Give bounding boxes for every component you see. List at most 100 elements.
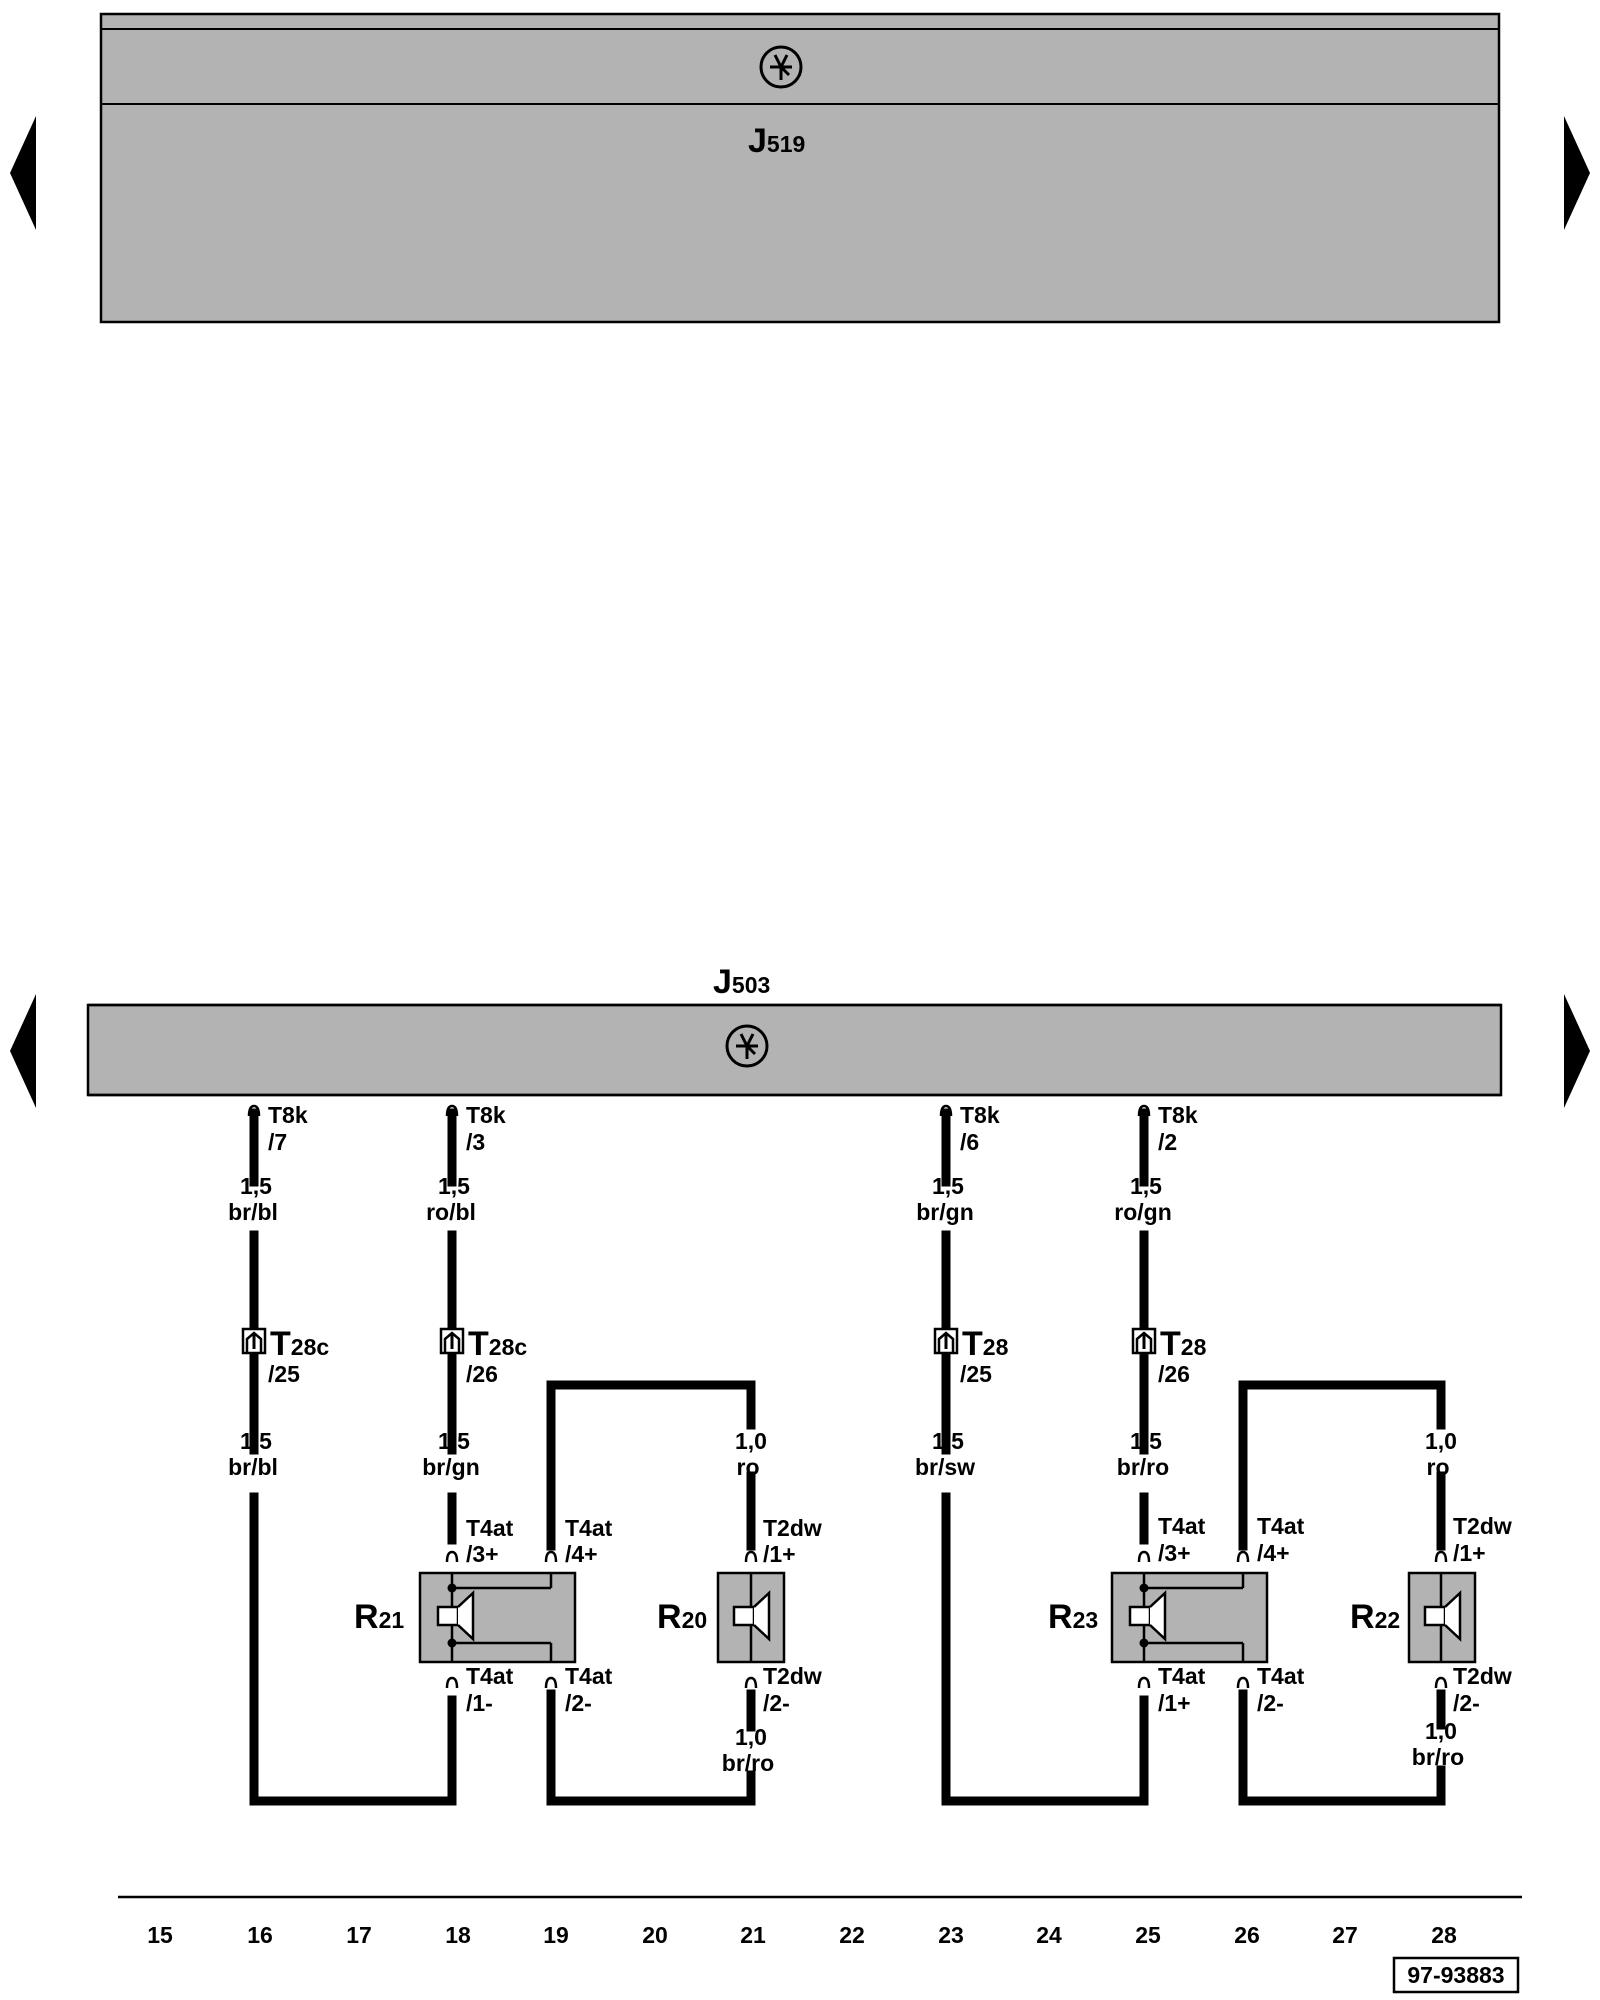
svg-text:T4at: T4at xyxy=(565,1663,613,1689)
column-number: 28 xyxy=(1431,1922,1457,1948)
connector-pin: /26 xyxy=(466,1361,498,1387)
wire-size: 1,5 xyxy=(1130,1428,1162,1454)
r21-pin-labels: T4at /3+ T4at /4+ T4at /1- T4at /2- R21 xyxy=(354,1515,613,1716)
wire-size: 1,5 xyxy=(932,1428,964,1454)
svg-text:T4at: T4at xyxy=(466,1663,514,1689)
wire-size: 1,0 xyxy=(1425,1718,1457,1744)
speaker-r21 xyxy=(418,1571,577,1664)
connector-label: T28 xyxy=(962,1325,1009,1363)
svg-text:/2-: /2- xyxy=(1257,1690,1284,1716)
connector-icon xyxy=(1131,1327,1157,1355)
svg-text:T4at: T4at xyxy=(1158,1663,1206,1689)
wire-color: br/ro xyxy=(722,1750,774,1776)
svg-text:/1-: /1- xyxy=(466,1690,493,1716)
speaker-r22 xyxy=(1407,1571,1477,1664)
wire-color: ro xyxy=(737,1454,760,1480)
wires xyxy=(249,1108,1446,1806)
wire-size: 1,5 xyxy=(932,1173,964,1199)
arrow-left-icon[interactable] xyxy=(10,116,36,230)
svg-text:/2-: /2- xyxy=(1453,1690,1480,1716)
wire-size: 1,0 xyxy=(735,1724,767,1750)
wire-color: br/gn xyxy=(422,1454,480,1480)
r22-pin-labels: T2dw /1+ T2dw /2- R22 xyxy=(1350,1513,1512,1716)
reference-box: 97-93883 xyxy=(1392,1956,1520,1994)
wire-color: ro xyxy=(1427,1454,1450,1480)
column-number: 26 xyxy=(1234,1922,1260,1948)
speaker-icon xyxy=(1423,1590,1462,1642)
module-label: J519 xyxy=(748,122,805,160)
arrow-right-icon[interactable] xyxy=(1564,994,1590,1108)
speaker-r23 xyxy=(1110,1571,1269,1664)
column-number: 21 xyxy=(740,1922,766,1948)
column-number: 22 xyxy=(839,1922,865,1948)
svg-text:/1+: /1+ xyxy=(1158,1690,1191,1716)
column-number: 20 xyxy=(642,1922,668,1948)
column-number: 24 xyxy=(1036,1922,1062,1948)
wire-size: 1,0 xyxy=(735,1428,767,1454)
arrow-left-icon[interactable] xyxy=(10,994,36,1108)
arrow-right-icon[interactable] xyxy=(1564,116,1590,230)
pin-label: /6 xyxy=(960,1129,979,1155)
svg-text:T2dw: T2dw xyxy=(1453,1663,1512,1689)
svg-text:/4+: /4+ xyxy=(565,1541,598,1567)
pin-label: /3 xyxy=(466,1129,485,1155)
wire-1-labels: T8k /7 1,5 br/bl T28c /25 1,5 br/bl xyxy=(228,1102,329,1480)
column-number: 19 xyxy=(543,1922,569,1948)
svg-text:/3+: /3+ xyxy=(466,1541,499,1567)
wire-2-labels: T8k /3 1,5 ro/bl T28c /26 1,5 br/gn xyxy=(422,1102,527,1480)
reference-number: 97-93883 xyxy=(1407,1962,1504,1988)
speaker-label: R23 xyxy=(1048,1598,1098,1636)
plug-label: T8k xyxy=(466,1102,506,1128)
connector-pin: /25 xyxy=(268,1361,300,1387)
speaker-r20 xyxy=(716,1571,786,1664)
wire-color: br/sw xyxy=(915,1454,975,1480)
plug-label: T8k xyxy=(960,1102,1000,1128)
svg-text:T2dw: T2dw xyxy=(1453,1513,1512,1539)
svg-text:/2-: /2- xyxy=(763,1690,790,1716)
speaker-label: R22 xyxy=(1350,1598,1400,1636)
svg-text:T4at: T4at xyxy=(1257,1513,1305,1539)
r22-wire-labels: 1,0 ro 1,0 br/ro xyxy=(1412,1428,1464,1770)
wire-4-labels: T8k /2 1,5 ro/gn T28 /26 1,5 br/ro xyxy=(1114,1102,1206,1480)
svg-text:T4at: T4at xyxy=(1257,1663,1305,1689)
svg-text:/3+: /3+ xyxy=(1158,1540,1191,1566)
column-number: 25 xyxy=(1135,1922,1161,1948)
svg-text:T4at: T4at xyxy=(565,1515,613,1541)
module-j503: J503 xyxy=(86,963,1503,1097)
wire-3-labels: T8k /6 1,5 br/gn T28 /25 1,5 br/sw xyxy=(915,1102,1009,1480)
column-number: 18 xyxy=(445,1922,471,1948)
wire-size: 1,5 xyxy=(240,1173,272,1199)
pin-label: /2 xyxy=(1158,1129,1177,1155)
plug-label: T8k xyxy=(1158,1102,1198,1128)
wire-size: 1,5 xyxy=(438,1428,470,1454)
wire-size: 1,5 xyxy=(240,1428,272,1454)
svg-text:/1+: /1+ xyxy=(763,1541,796,1567)
wire-color: br/ro xyxy=(1412,1744,1464,1770)
r20-wire-labels: 1,0 ro 1,0 br/ro xyxy=(722,1428,774,1776)
column-number: 27 xyxy=(1332,1922,1358,1948)
wire-color: ro/gn xyxy=(1114,1199,1172,1225)
svg-text:/4+: /4+ xyxy=(1257,1540,1290,1566)
wire-size: 1,5 xyxy=(1130,1173,1162,1199)
svg-text:/2-: /2- xyxy=(565,1690,592,1716)
speaker-icon xyxy=(1128,1590,1167,1642)
connector-label: T28c xyxy=(468,1325,527,1363)
column-number: 23 xyxy=(938,1922,964,1948)
speaker-icon xyxy=(436,1590,475,1642)
connector-pin: /25 xyxy=(960,1361,992,1387)
speaker-label: R20 xyxy=(657,1598,707,1636)
connector-label: T28c xyxy=(270,1325,329,1363)
connector-label: T28 xyxy=(1160,1325,1207,1363)
svg-text:T2dw: T2dw xyxy=(763,1515,822,1541)
speaker-icon xyxy=(732,1590,771,1642)
svg-text:T4at: T4at xyxy=(466,1515,514,1541)
wire-color: ro/bl xyxy=(426,1199,476,1225)
column-number: 15 xyxy=(147,1922,173,1948)
wire-color: br/ro xyxy=(1117,1454,1169,1480)
speaker-label: R21 xyxy=(354,1598,404,1636)
r20-pin-labels: T2dw /1+ T2dw /2- R20 xyxy=(657,1515,822,1716)
connector-pin: /26 xyxy=(1158,1361,1190,1387)
connector-icons xyxy=(241,1327,1157,1355)
column-number: 17 xyxy=(346,1922,372,1948)
